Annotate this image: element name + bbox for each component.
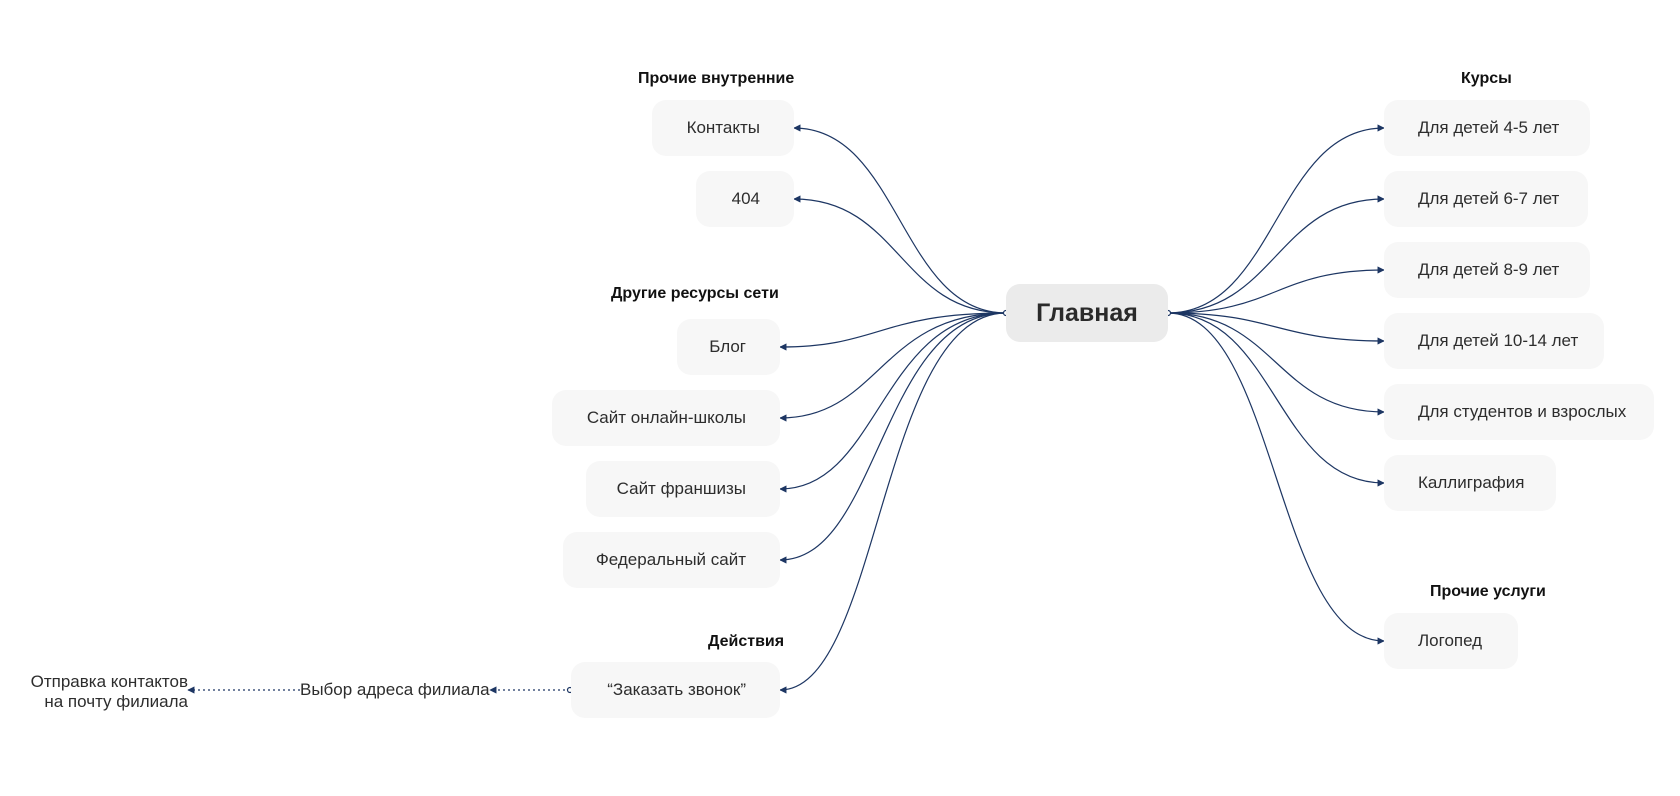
connector-blog [779, 312, 1007, 351]
connector-online-school [779, 312, 1007, 422]
node-franchise[interactable]: Сайт франшизы [586, 461, 780, 517]
node-404[interactable]: 404 [696, 171, 794, 227]
node-course-calligraphy[interactable]: Каллиграфия [1384, 455, 1556, 511]
connector-8-9 [1167, 266, 1385, 314]
connector-federal [779, 312, 1007, 564]
flow-step-send-contacts-line1: Отправка контактов [30, 672, 188, 691]
node-kontakty[interactable]: Контакты [652, 100, 794, 156]
flow-step-send-contacts-line2: на почту филиала [44, 692, 188, 711]
node-logoped[interactable]: Логопед [1384, 613, 1518, 669]
group-title-network: Другие ресурсы сети [611, 285, 779, 302]
node-callback[interactable]: “Заказать звонок” [571, 662, 780, 718]
connector-kontakty [793, 124, 1007, 314]
flow-step-send-contacts: Отправка контактов на почту филиала [28, 672, 188, 712]
connector-franchise [779, 312, 1007, 493]
node-course-adults[interactable]: Для студентов и взрослых [1384, 384, 1654, 440]
node-course-8-9[interactable]: Для детей 8-9 лет [1384, 242, 1590, 298]
connector-calligraphy [1167, 312, 1385, 487]
connector-6-7 [1167, 195, 1385, 314]
group-title-actions: Действия [708, 633, 785, 650]
connector-adults [1167, 312, 1385, 416]
connector-logoped [1167, 312, 1385, 645]
node-federal[interactable]: Федеральный сайт [563, 532, 780, 588]
node-blog[interactable]: Блог [677, 319, 780, 375]
group-title-courses: Курсы [1461, 70, 1512, 87]
flow-step-branch-address: Выбор адреса филиала [300, 680, 490, 699]
node-course-6-7[interactable]: Для детей 6-7 лет [1384, 171, 1588, 227]
center-node-glavnaya[interactable]: Главная [1006, 284, 1168, 342]
connector-404 [793, 195, 1007, 314]
connector-4-5 [1167, 124, 1385, 314]
node-course-4-5[interactable]: Для детей 4-5 лет [1384, 100, 1590, 156]
connector-callback [779, 312, 1007, 694]
group-title-services: Прочие услуги [1430, 583, 1546, 600]
connector-10-14 [1167, 312, 1385, 345]
node-online-school[interactable]: Сайт онлайн-школы [552, 390, 780, 446]
group-title-internal: Прочие внутренние [638, 70, 795, 87]
node-course-10-14[interactable]: Для детей 10-14 лет [1384, 313, 1604, 369]
